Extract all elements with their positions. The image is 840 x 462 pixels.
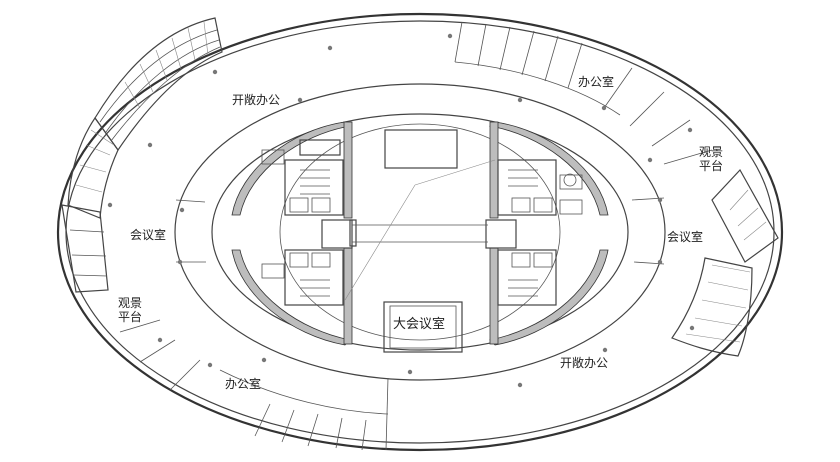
label-viewing-left-line2: 平台: [118, 310, 143, 324]
label-meeting-left: 会议室: [130, 228, 167, 242]
left-curtain-wall: [61, 17, 223, 293]
label-viewing-right-line1: 观景: [699, 145, 724, 159]
columns: [107, 33, 695, 388]
diagonal-line: [344, 184, 416, 301]
atrium-top-box: [384, 129, 458, 169]
atrium: [279, 123, 561, 341]
meeting-room-partitions: [175, 197, 665, 265]
label-open-office-bottom: 开敞办公: [560, 356, 609, 370]
right-curtain-wall: [671, 168, 779, 357]
corridor-ring-outer: [174, 83, 666, 381]
label-open-office-top: 开敞办公: [232, 93, 281, 107]
big-meeting-room: [383, 301, 463, 353]
office-partitions-bottom-left: [119, 319, 389, 451]
outer-shell: [56, 12, 784, 452]
label-viewing-platform-left: 观景 平台: [118, 296, 142, 324]
label-viewing-platform-right: 观景 平台: [699, 145, 723, 173]
right-core: [485, 121, 609, 346]
label-office-top: 办公室: [578, 75, 615, 89]
label-viewing-left-line1: 观景: [118, 296, 143, 310]
corridor-ring-inner: [211, 113, 629, 351]
central-bridge: [352, 224, 488, 243]
left-core: [231, 121, 357, 346]
label-big-meeting-room: 大会议室: [393, 317, 446, 332]
label-viewing-right-line2: 平台: [699, 159, 724, 173]
label-meeting-right: 会议室: [667, 230, 704, 244]
office-partitions-top-right: [454, 21, 713, 165]
label-office-bottom: 办公室: [225, 377, 262, 391]
